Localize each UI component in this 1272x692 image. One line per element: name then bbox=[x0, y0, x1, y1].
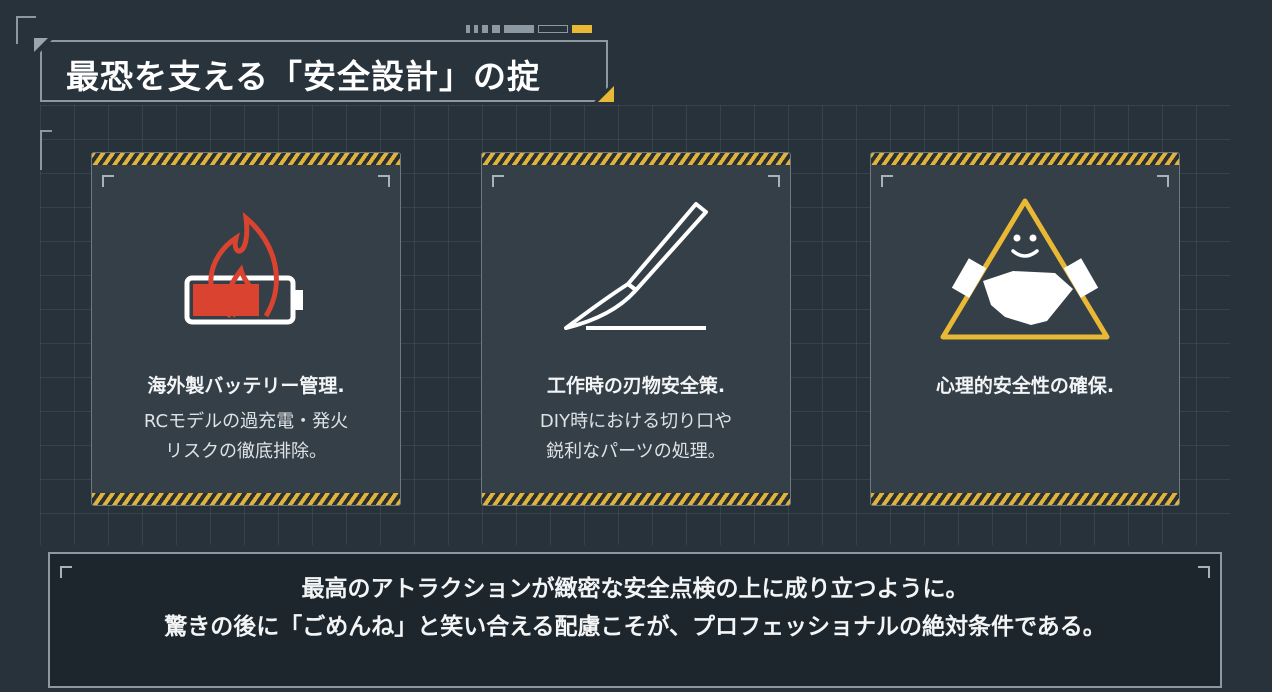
card-psych-safety: 心理的安全性の確保. bbox=[870, 152, 1180, 506]
frame-corner bbox=[40, 130, 52, 170]
decor-bars bbox=[466, 25, 592, 33]
hazard-stripe bbox=[92, 153, 400, 165]
hazard-stripe bbox=[871, 153, 1179, 165]
card-battery: 海外製バッテリー管理. RCモデルの過充電・発火リスクの徹底排除。 bbox=[91, 152, 401, 506]
handshake-triangle-icon bbox=[871, 193, 1179, 343]
hazard-stripe bbox=[92, 493, 400, 505]
title-frame bbox=[40, 40, 608, 102]
card-heading: 工作時の刃物安全策. bbox=[546, 375, 726, 397]
conclusion-line: 驚きの後に「ごめんね」と笑い合える配慮こそが、プロフェッショナルの絶対条件である… bbox=[164, 614, 1106, 640]
card-blade: 工作時の刃物安全策. DIY時における切り口や鋭利なパーツの処理。 bbox=[481, 152, 791, 506]
card-heading: 海外製バッテリー管理. bbox=[147, 375, 345, 397]
card-text: DIY時における切り口や bbox=[539, 411, 733, 432]
card-heading: 心理的安全性の確保. bbox=[935, 375, 1115, 397]
decor-triangle-accent bbox=[598, 86, 614, 102]
card-text: 鋭利なパーツの処理。 bbox=[546, 441, 726, 462]
hazard-stripe bbox=[871, 493, 1179, 505]
conclusion-line: 最高のアトラクションが緻密な安全点検の上に成り立つように。 bbox=[301, 576, 969, 602]
hazard-stripe bbox=[482, 493, 790, 505]
card-text: RCモデルの過充電・発火 bbox=[143, 411, 349, 432]
card-text: リスクの徹底排除。 bbox=[165, 441, 327, 462]
hazard-stripe bbox=[482, 153, 790, 165]
scalpel-icon bbox=[482, 193, 790, 343]
battery-fire-icon bbox=[92, 193, 400, 343]
decor-triangle bbox=[34, 38, 48, 52]
page-title: 最恐を支える「安全設計」の掟 bbox=[66, 57, 542, 96]
frame-corner bbox=[16, 16, 36, 44]
conclusion-box: 最高のアトラクションが緻密な安全点検の上に成り立つように。 驚きの後に「ごめんね… bbox=[48, 552, 1222, 688]
